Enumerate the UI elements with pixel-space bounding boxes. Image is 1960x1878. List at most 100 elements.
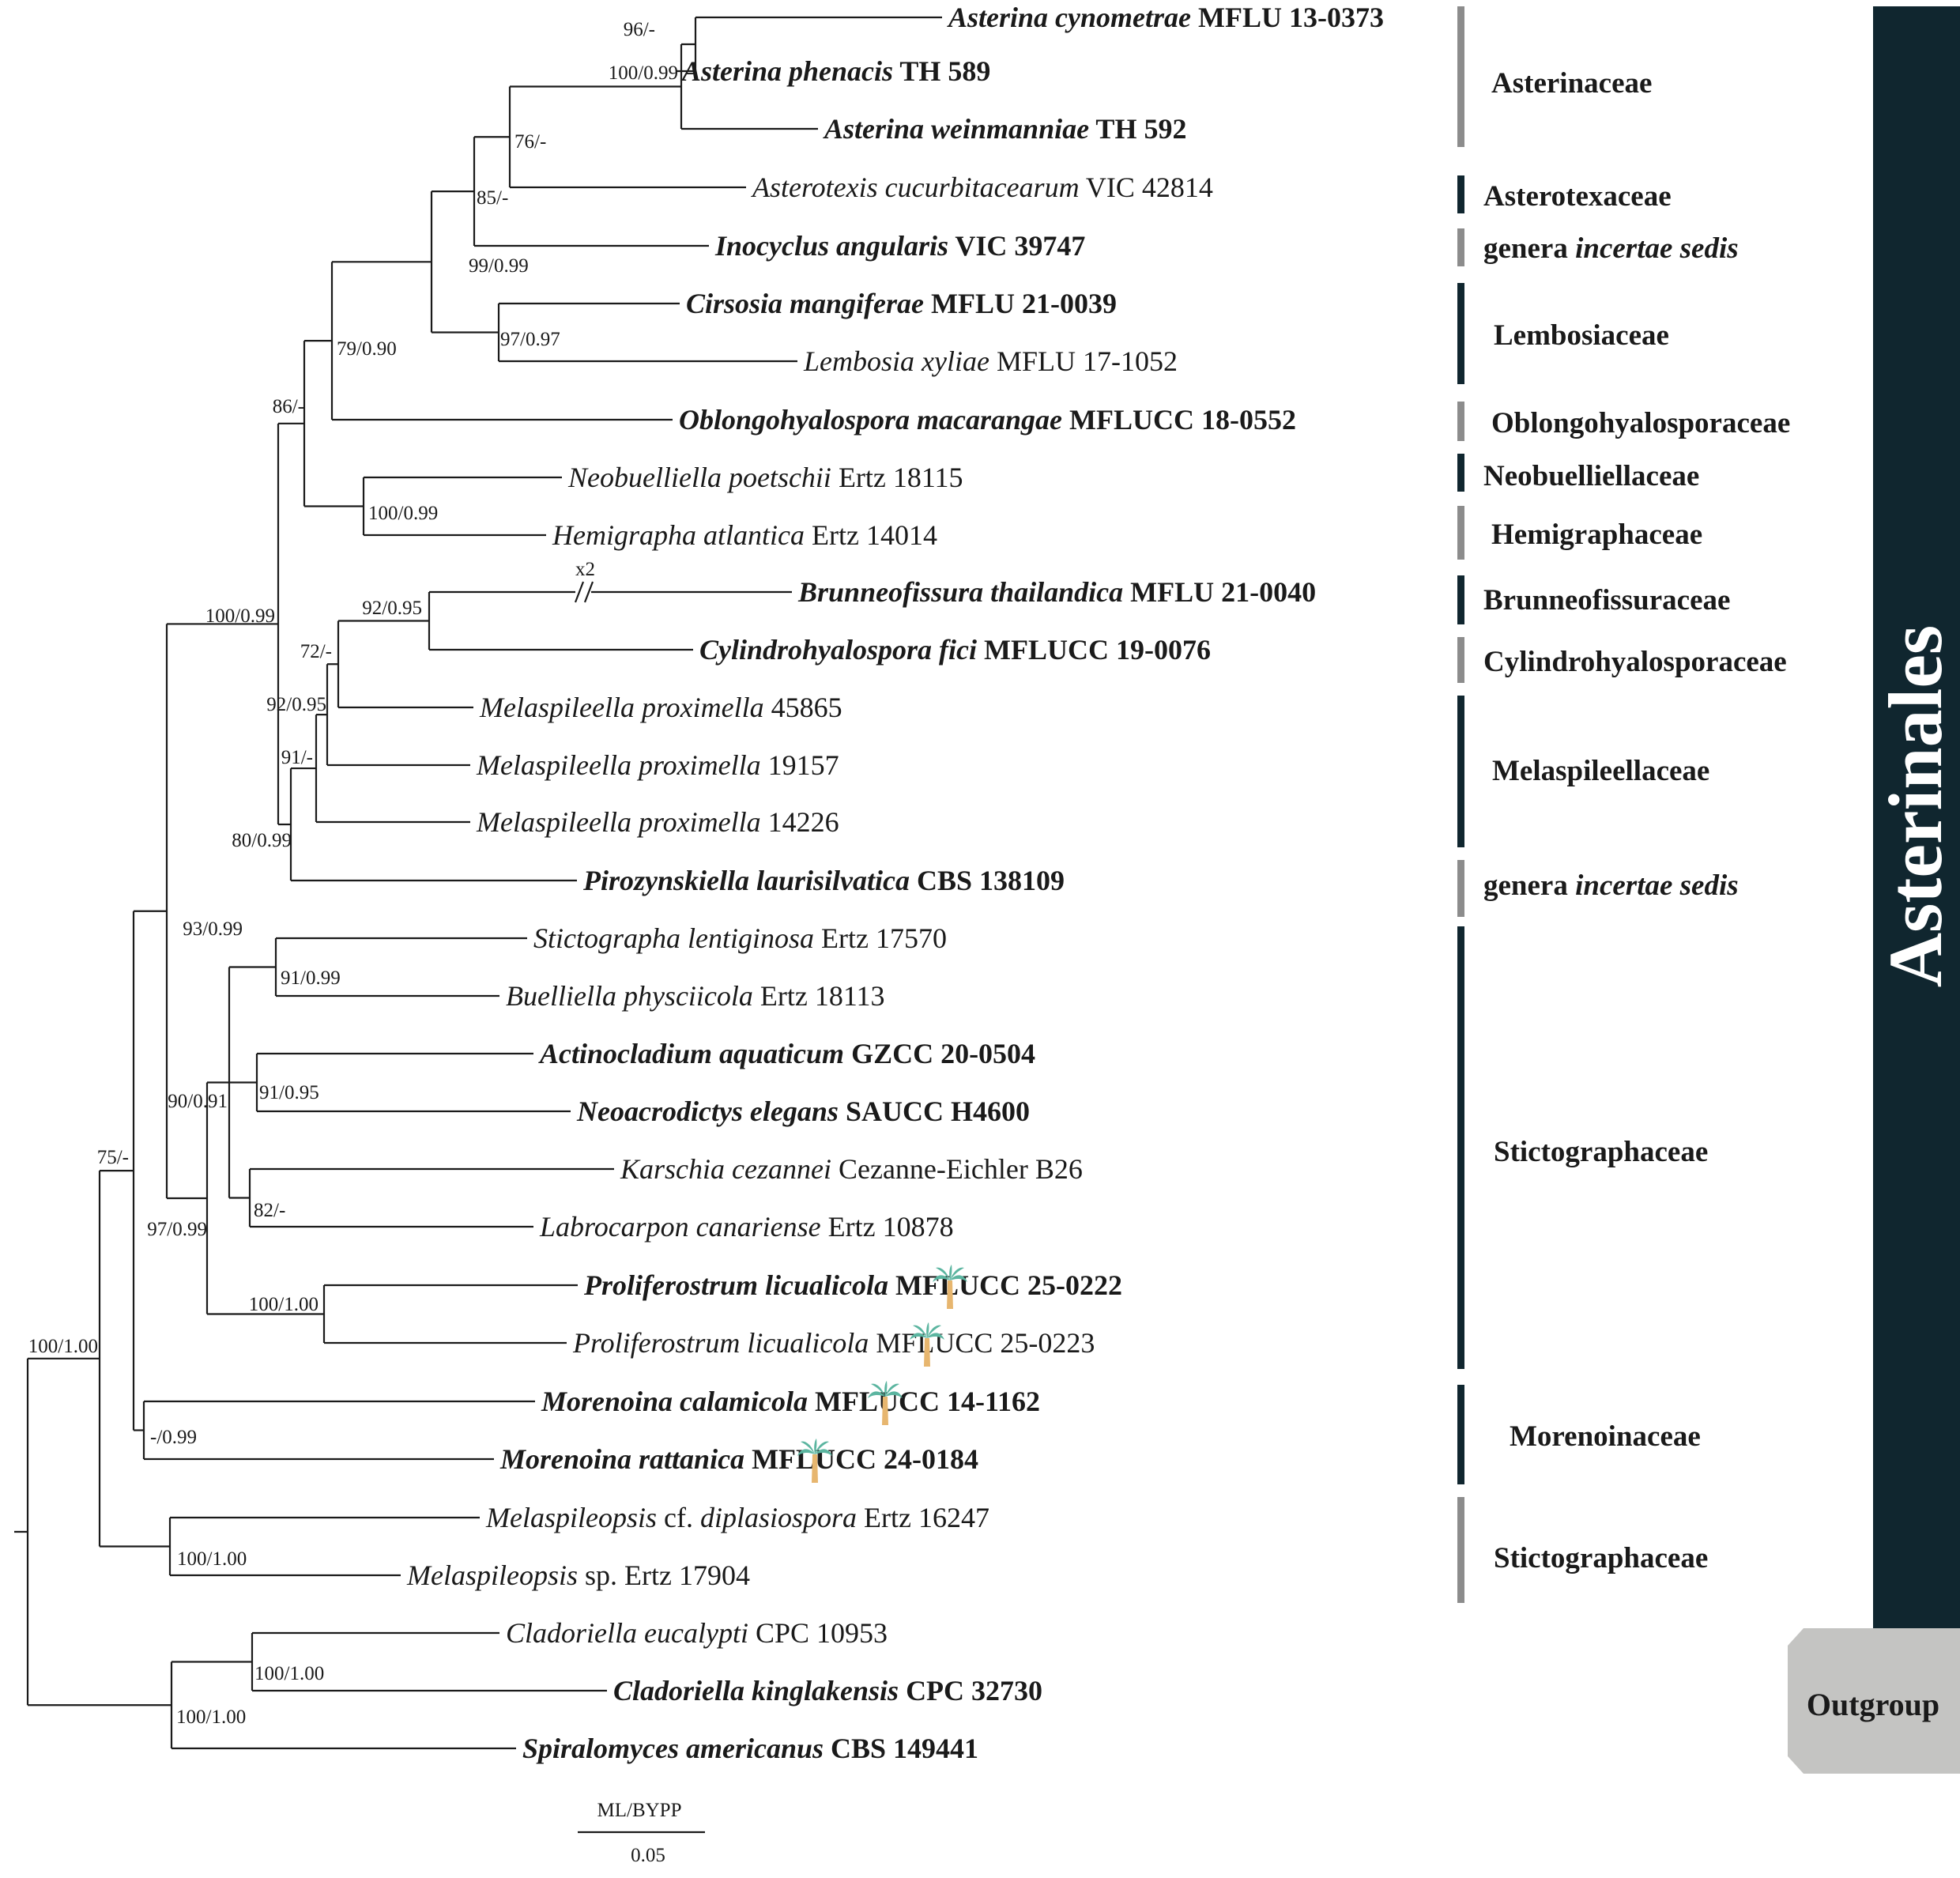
support-value: 97/0.99 (147, 1219, 207, 1240)
taxon-labels: Asterina cynometrae MFLU 13-0373Asterina… (406, 2, 1384, 1764)
tree-branches (14, 16, 942, 1750)
family-bar (1457, 228, 1464, 266)
support-value: 76/- (514, 131, 546, 153)
support-value: 92/0.95 (266, 694, 326, 715)
taxon-label: Morenoina calamicola MFLUCC 14-1162 (541, 1386, 1040, 1417)
support-value: 93/0.99 (183, 918, 243, 940)
taxon-label: Melaspileopsis sp. Ertz 17904 (406, 1559, 750, 1591)
palm-tree-icon (797, 1439, 832, 1483)
taxon-label: Hemigrapha atlantica Ertz 14014 (552, 519, 937, 551)
outgroup-label: Outgroup (1807, 1687, 1939, 1722)
taxon-label: Asterina cynometrae MFLU 13-0373 (947, 2, 1384, 33)
order-bar (1873, 6, 1960, 1628)
support-value: 100/0.99 (368, 503, 438, 524)
taxon-label: Labrocarpon canariense Ertz 10878 (539, 1211, 954, 1243)
support-value: 82/- (254, 1200, 285, 1221)
family-label: genera incertae sedis (1483, 232, 1739, 265)
family-bar (1457, 283, 1464, 384)
palm-tree-icon (868, 1381, 903, 1425)
support-value: 97/0.97 (500, 329, 560, 350)
family-label: Asterotexaceae (1483, 180, 1672, 213)
order-label: Asterinales (1873, 625, 1958, 988)
family-bar (1457, 1385, 1464, 1484)
family-bar (1457, 506, 1464, 560)
family-label: Stictographaceae (1494, 1136, 1708, 1168)
taxon-label: Stictographa lentiginosa Ertz 17570 (533, 922, 947, 954)
scale-bar: ML/BYPP 0.05 (578, 1800, 705, 1866)
family-bar (1457, 696, 1464, 847)
break-label: x2 (575, 559, 595, 580)
support-value: 75/- (97, 1147, 129, 1168)
support-value: 100/1.00 (28, 1336, 98, 1357)
taxon-label: Karschia cezannei Cezanne-Eichler B26 (620, 1153, 1083, 1185)
taxon-label: Neoacrodictys elegans SAUCC H4600 (576, 1096, 1030, 1127)
support-value: 96/- (624, 19, 655, 40)
taxon-label: Asterina weinmanniae TH 592 (823, 113, 1186, 145)
support-value: 80/0.99 (232, 830, 292, 851)
taxon-label: Proliferostrum licualicola MFLUCC 25-022… (572, 1327, 1095, 1359)
outgroup-clade: Outgroup (1788, 1628, 1960, 1774)
taxon-label: Melaspileopsis cf. diplasiospora Ertz 16… (485, 1502, 989, 1533)
break-slash (574, 581, 585, 603)
palm-tree-icon (933, 1265, 967, 1309)
taxon-label: Cirsosia mangiferae MFLU 21-0039 (686, 288, 1117, 319)
taxon-label: Oblongohyalospora macarangae MFLUCC 18-0… (679, 404, 1296, 436)
taxon-label: Lembosia xyliae MFLU 17-1052 (803, 345, 1178, 377)
support-value: 91/0.95 (259, 1082, 319, 1103)
taxon-label: Spiralomyces americanus CBS 149441 (522, 1733, 978, 1764)
family-label: Melaspileellaceae (1492, 755, 1709, 787)
family-bar (1457, 175, 1464, 213)
family-bar (1457, 1497, 1464, 1603)
family-label: Hemigraphaceae (1491, 519, 1702, 551)
support-value: 100/1.00 (249, 1294, 318, 1315)
outgroup-box (1788, 1628, 1960, 1774)
support-value: 90/0.91 (168, 1091, 228, 1112)
support-value: 100/1.00 (254, 1663, 324, 1684)
taxon-label: Actinocladium aquaticum GZCC 20-0504 (538, 1038, 1035, 1069)
support-value: 99/0.99 (469, 255, 529, 277)
family-label: Morenoinaceae (1510, 1420, 1701, 1453)
support-value: 79/0.90 (337, 338, 397, 360)
family-bar (1457, 575, 1464, 624)
family-bar (1457, 860, 1464, 917)
order-clade: Asterinales (1873, 6, 1960, 1628)
taxon-label: Asterina phenacis TH 589 (680, 55, 990, 87)
family-label: Brunneofissuraceae (1483, 584, 1730, 617)
taxon-label: Neobuelliella poetschii Ertz 18115 (567, 462, 963, 493)
family-bar (1457, 637, 1464, 683)
family-bars (1457, 6, 1464, 1603)
taxon-label: Cylindrohyalospora fici MFLUCC 19-0076 (699, 634, 1211, 666)
palm-host-icons (797, 1265, 967, 1483)
family-label: Stictographaceae (1494, 1542, 1708, 1574)
support-value: 100/1.00 (177, 1548, 247, 1570)
family-bar (1457, 402, 1464, 441)
taxon-label: Asterotexis cucurbitacearum VIC 42814 (751, 172, 1213, 203)
support-value: 85/- (477, 187, 508, 209)
taxon-label: Brunneofissura thailandica MFLU 21-0040 (797, 576, 1316, 608)
taxon-label: Cladoriella eucalypti CPC 10953 (506, 1617, 888, 1649)
support-value: 92/0.95 (362, 598, 422, 619)
support-value: 91/0.99 (281, 967, 341, 989)
support-value: 100/0.99 (205, 605, 275, 627)
break-slash (583, 581, 594, 603)
taxon-label: Inocyclus angularis VIC 39747 (714, 230, 1085, 262)
support-values: 96/- 100/0.99 76/- 85/- 99/0.99 97/0.97 79/0.9… (28, 19, 678, 1728)
taxon-label: Proliferostrum licualicola MFLUCC 25-022… (583, 1269, 1122, 1301)
support-value: 100/1.00 (176, 1706, 246, 1728)
family-label: Oblongohyalosporaceae (1491, 407, 1790, 439)
support-value: 91/- (281, 747, 313, 768)
scale-method-label: ML/BYPP (597, 1800, 682, 1821)
scale-value-label: 0.05 (631, 1845, 665, 1866)
family-label: genera incertae sedis (1483, 869, 1739, 902)
family-bar (1457, 6, 1464, 147)
taxon-label: Melaspileella proximella 45865 (479, 692, 842, 723)
taxon-label: Buelliella physciicola Ertz 18113 (506, 980, 885, 1012)
taxon-label: Melaspileella proximella 19157 (476, 749, 839, 781)
taxon-label: Cladoriella kinglakensis CPC 32730 (613, 1675, 1042, 1706)
family-label: Lembosiaceae (1494, 319, 1669, 352)
family-bar (1457, 926, 1464, 1369)
support-value: 72/- (300, 641, 332, 662)
support-value: 100/0.99 (609, 62, 678, 84)
